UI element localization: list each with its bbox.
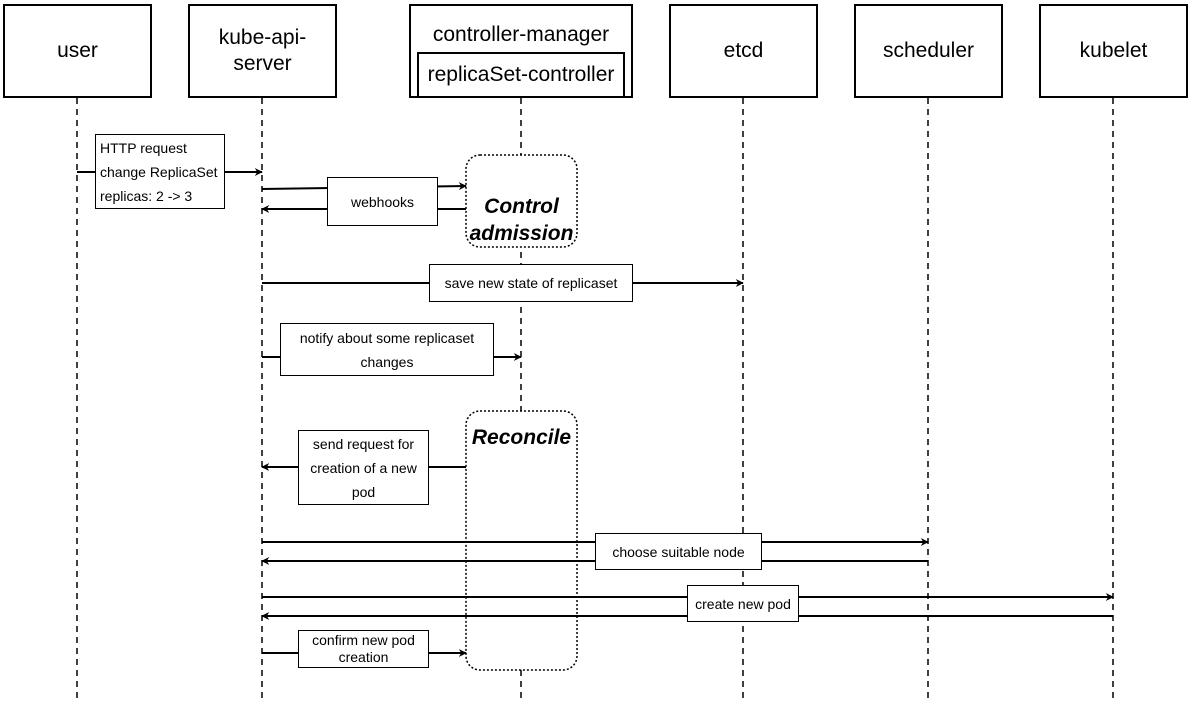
msg-choose-node: choose suitable node <box>595 533 762 570</box>
actor-kube-api-server: kube-api- server <box>188 4 337 98</box>
actor-replicaset-controller: replicaSet-controller <box>417 52 625 98</box>
actor-scheduler: scheduler <box>854 4 1003 98</box>
reconcile-label: Reconcile <box>471 426 572 449</box>
msg-webhooks: webhooks <box>327 177 438 226</box>
msg-notify: notify about some replicaset changes <box>280 323 494 376</box>
msg-confirm-pod: confirm new pod creation <box>298 630 429 668</box>
msg-send-request: send request for creation of a new pod <box>298 430 429 505</box>
msg-http-request: HTTP request change ReplicaSet replicas:… <box>95 134 225 209</box>
control-admission-label: Control admission <box>469 195 574 245</box>
msg-create-pod: create new pod <box>687 585 799 622</box>
actor-kubelet: kubelet <box>1039 4 1188 98</box>
control-admission-frame <box>465 154 578 248</box>
actor-etcd: etcd <box>669 4 818 98</box>
msg-save-state: save new state of replicaset <box>429 264 633 302</box>
actor-user: user <box>3 4 152 98</box>
reconcile-frame <box>465 410 578 671</box>
